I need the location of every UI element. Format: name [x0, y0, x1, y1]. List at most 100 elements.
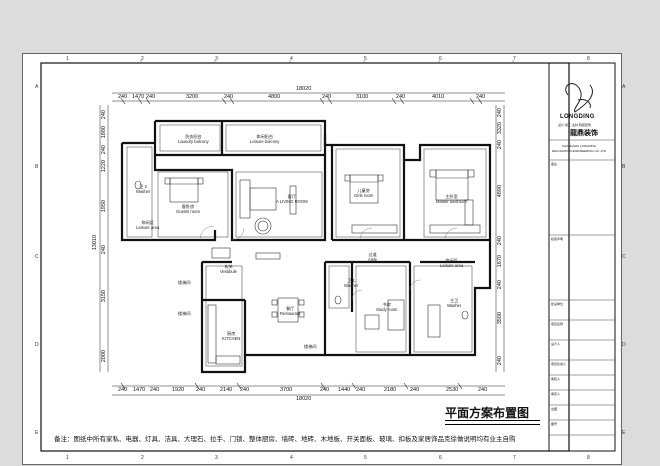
- dim-bottom-seg: 240: [320, 387, 330, 393]
- grid-right-e: E: [622, 430, 626, 436]
- dim-top-seg: 1470: [132, 94, 145, 100]
- company-name-en: LONGDING: [560, 114, 595, 120]
- drawing-note: 备注：图纸中所有家私、电器、灯具、洁具、大理石、拉手、门锁、整体厨房、墙砖、地砖…: [54, 436, 516, 443]
- dim-left-seg: 240: [101, 245, 107, 255]
- grid-bottom-8: 8: [587, 455, 590, 461]
- company-logo: [565, 83, 593, 113]
- label-unit: 建设单位: [551, 302, 564, 306]
- label-project-lead: 项目负责人: [551, 362, 567, 366]
- dim-bottom-seg: 240: [150, 387, 160, 393]
- grid-bottom-3: 3: [215, 455, 218, 461]
- dim-right-seg: 240: [497, 236, 503, 246]
- dim-right-seg: 240: [497, 108, 503, 118]
- label-drawing: 出图: [551, 407, 558, 411]
- dim-top-seg: 240: [476, 94, 486, 100]
- grid-top-6: 6: [439, 56, 442, 62]
- room-stair-3: 楼梯间: [304, 344, 317, 349]
- grid-bottom-7: 7: [513, 455, 516, 461]
- dim-bottom-total: 18020: [296, 396, 312, 402]
- label-project: 项目名称: [551, 322, 564, 326]
- dim-right-seg: 1670: [497, 255, 503, 268]
- grid-right-d: D: [622, 342, 626, 348]
- dim-right-seg: 240: [497, 280, 503, 290]
- dim-top-seg: 240: [224, 94, 234, 100]
- dim-top-seg: 240: [118, 94, 128, 100]
- label-approve: 审定人: [551, 392, 561, 396]
- dim-left-seg: 3150: [101, 290, 107, 303]
- label-designer: 设计人: [551, 342, 561, 346]
- dim-bottom-seg: 240: [478, 387, 488, 393]
- label-sheet: 图号: [551, 422, 558, 426]
- dim-bottom-seg: 240: [196, 387, 206, 393]
- grid-left-c: C: [35, 254, 39, 260]
- grid-left-e: E: [35, 430, 39, 436]
- grid-right-c: C: [622, 254, 626, 260]
- grid-top-3: 3: [215, 56, 218, 62]
- label-review: 审核人: [551, 377, 561, 381]
- dim-left-seg: 1220: [101, 160, 107, 173]
- dim-bottom-seg: 240: [118, 387, 128, 393]
- room-stair-1: 楼梯间: [178, 280, 191, 285]
- grid-top-4: 4: [290, 56, 293, 62]
- company-full-en-2: DECORATION ENGINEERING CO.,LTD: [552, 149, 607, 153]
- dim-right-seg: 3500: [497, 312, 503, 325]
- grid-top-8: 8: [587, 56, 590, 62]
- dim-right-seg: 4890: [497, 185, 503, 198]
- company-full-en-1: CHANGSHU LONGDING: [562, 144, 597, 148]
- dim-left-total: 13010: [92, 235, 98, 251]
- dim-bottom-seg: 2140: [220, 387, 233, 393]
- dim-right-seg: 240: [497, 140, 503, 150]
- grid-right-b: B: [622, 164, 626, 170]
- dim-bottom-seg: 1920: [172, 387, 185, 393]
- company-name-cn: 龍鼎装饰: [570, 129, 598, 137]
- dim-left-seg: 240: [101, 145, 107, 155]
- grid-top-2: 2: [141, 56, 144, 62]
- dim-bottom-seg: 2180: [384, 387, 397, 393]
- dim-top-seg: 240: [146, 94, 156, 100]
- dim-bottom-seg: 240: [240, 387, 250, 393]
- dim-bottom-seg: 3700: [280, 387, 293, 393]
- dim-left-seg: 1880: [101, 126, 107, 139]
- label-notes: 备注: [551, 162, 558, 166]
- dim-top-seg: 4800: [268, 94, 281, 100]
- dim-right-seg: 240: [497, 356, 503, 366]
- plan-title-underline: [445, 420, 540, 425]
- dim-left-seg: 240: [101, 110, 107, 120]
- company-slogan: 设计·施工·主材·软装配饰: [558, 123, 591, 127]
- dim-left-seg: 1950: [101, 200, 107, 213]
- grid-left-a: A: [35, 84, 39, 90]
- dim-left-seg: 2000: [101, 350, 107, 363]
- plan-title: 平面方案布置图: [445, 406, 530, 420]
- grid-top-5: 5: [364, 56, 367, 62]
- dim-right-seg: 3320: [497, 122, 503, 135]
- grid-bottom-6: 6: [439, 455, 442, 461]
- grid-top-1: 1: [66, 56, 69, 62]
- grid-right-a: A: [622, 84, 626, 90]
- dim-top-seg: 3200: [186, 94, 199, 100]
- dim-bottom-seg: 1440: [338, 387, 351, 393]
- label-declare: 权责声明: [551, 237, 564, 241]
- grid-top-7: 7: [513, 56, 516, 62]
- dim-top-seg: 3100: [356, 94, 369, 100]
- grid-left-d: D: [35, 342, 39, 348]
- dim-bottom-seg: 240: [410, 387, 420, 393]
- dim-bottom-seg: 240: [356, 387, 366, 393]
- grid-bottom-1: 1: [66, 455, 69, 461]
- grid-left-b: B: [35, 164, 39, 170]
